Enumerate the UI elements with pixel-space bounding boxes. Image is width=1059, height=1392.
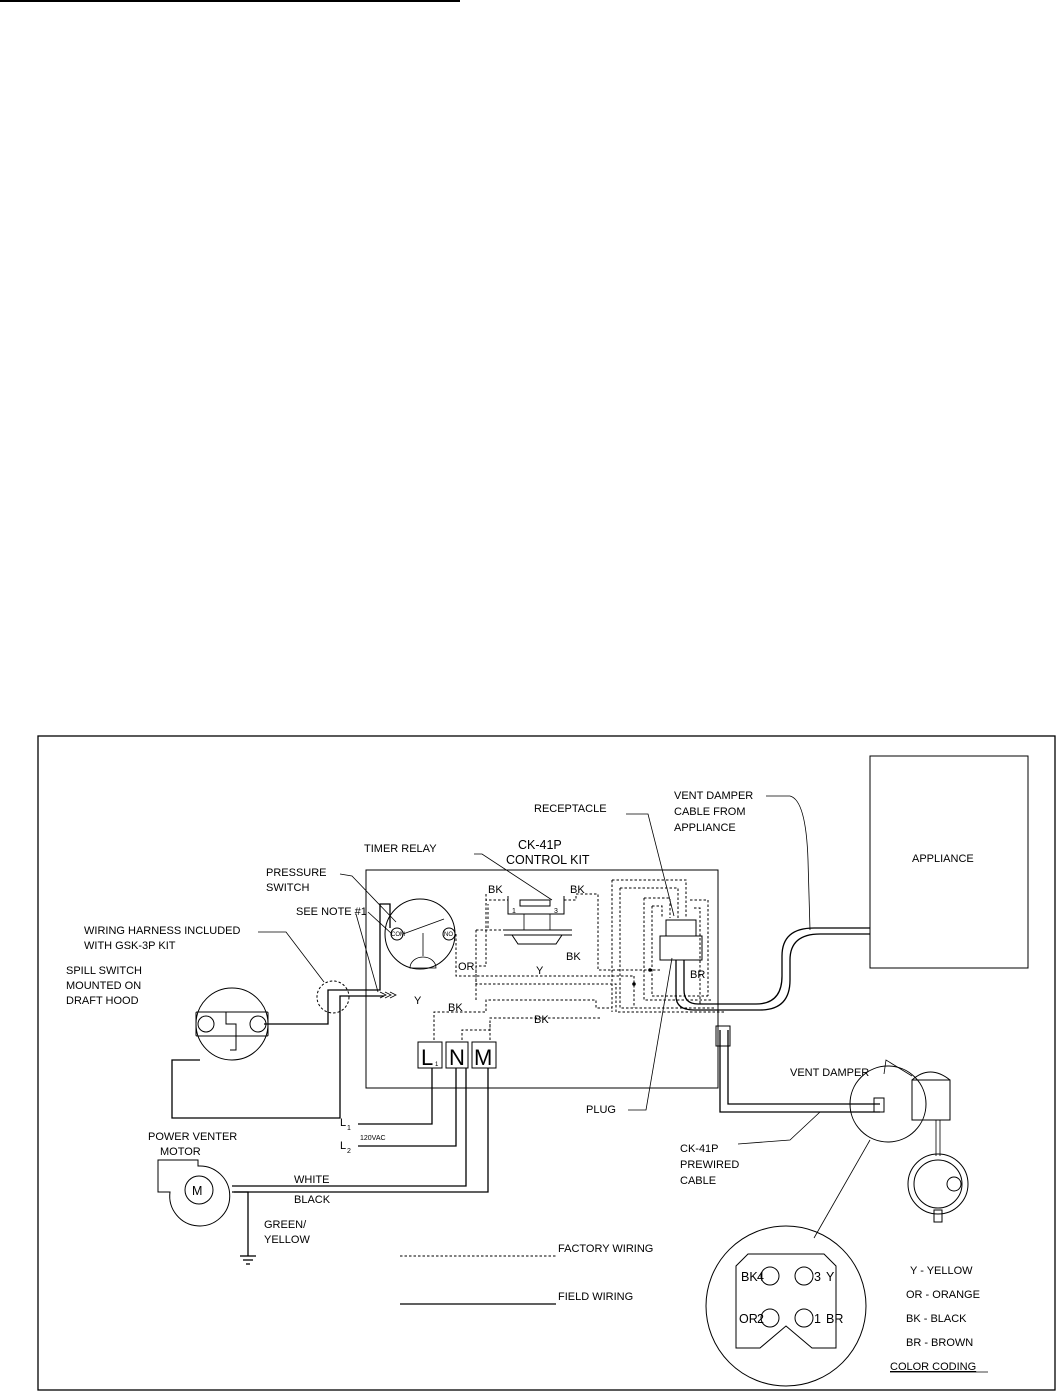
prewired-cable-label-3: CABLE — [680, 1175, 716, 1187]
terminal-l-sub: 1 — [435, 1062, 439, 1068]
color-code-item: BK - BLACK — [906, 1313, 967, 1325]
white-wire-label: WHITE — [294, 1174, 329, 1186]
black-wire-label: BLACK — [294, 1194, 331, 1206]
connector-pin-3: 3 — [814, 1270, 821, 1284]
wire-tag-bk-left: BK — [488, 884, 503, 896]
spill-switch-label-2: MOUNTED ON — [66, 980, 141, 992]
vent-damper-label: VENT DAMPER — [790, 1067, 869, 1079]
connector-or-label: OR — [739, 1312, 758, 1326]
wiring-harness-label-1: WIRING HARNESS INCLUDED — [84, 925, 241, 937]
wire-tag-bk-low2: BK — [534, 1014, 549, 1026]
see-note-label: SEE NOTE #1 — [296, 906, 367, 918]
connector-y-label: Y — [826, 1270, 835, 1284]
connector-br-label: BR — [826, 1312, 843, 1326]
connector-detail — [705, 1139, 871, 1387]
spill-switch — [195, 987, 269, 1061]
relay-terminal-1: 1 — [512, 908, 516, 915]
ck41p-title-line2: CONTROL KIT — [506, 853, 590, 867]
connector-pin-4: 4 — [757, 1270, 764, 1284]
pressure-switch: COM NO — [384, 898, 456, 970]
factory-wiring-legend: FACTORY WIRING — [558, 1243, 653, 1255]
wire-tag-y-left: Y — [414, 995, 422, 1007]
color-code-item: OR - ORANGE — [906, 1289, 980, 1301]
control-kit-box — [365, 869, 719, 1089]
power-venter-label-2: MOTOR — [160, 1146, 201, 1158]
no-terminal-label: NO — [444, 932, 453, 938]
ck41p-title-line1: CK-41P — [518, 838, 562, 852]
power-venter-label-1: POWER VENTER — [148, 1131, 237, 1143]
l2-label: L — [340, 1140, 346, 1152]
cables — [675, 927, 880, 1113]
appliance-label: APPLIANCE — [912, 853, 974, 865]
terminal-m — [471, 1041, 497, 1069]
relay-terminal-3: 3 — [554, 908, 558, 915]
terminal-n — [445, 1041, 469, 1069]
connector-bk-label: BK — [741, 1270, 758, 1284]
pressure-switch-label-1: PRESSURE — [266, 867, 327, 879]
plug-label: PLUG — [586, 1104, 616, 1116]
page-top-rule — [0, 0, 460, 2]
l2-sub: 2 — [347, 1148, 351, 1155]
spill-switch-label-3: DRAFT HOOD — [66, 995, 139, 1007]
prewired-cable-label-1: CK-41P — [680, 1143, 719, 1155]
wire-tag-bk-low: BK — [448, 1002, 463, 1014]
wire-tag-bk-right: BK — [570, 884, 585, 896]
harness-arrow — [379, 991, 397, 999]
spill-switch-label-1: SPILL SWITCH — [66, 965, 142, 977]
vent-damper-zoom-circle — [849, 1065, 927, 1143]
wire-tag-y-mid: Y — [536, 965, 544, 977]
receptacle — [659, 919, 703, 961]
pressure-switch-label-2: SWITCH — [266, 882, 309, 894]
com-terminal-label: COM — [391, 932, 405, 938]
color-code-item: BR - BROWN — [906, 1337, 973, 1349]
color-code-item: Y - YELLOW — [910, 1265, 973, 1277]
power-venter-motor: M — [157, 1159, 231, 1227]
leader-lines — [258, 795, 913, 1145]
harness-connector — [316, 980, 350, 1014]
field-wiring-legend: FIELD WIRING — [558, 1291, 633, 1303]
terminal-l — [417, 1041, 443, 1069]
appliance-box — [869, 755, 1029, 969]
ground-label-2: YELLOW — [264, 1234, 310, 1246]
l1-sub: 1 — [347, 1125, 351, 1132]
timer-relay-label: TIMER RELAY — [364, 843, 437, 855]
wiring-harness-label-2: WITH GSK-3P KIT — [84, 940, 176, 952]
motor-symbol: M — [192, 1184, 202, 1198]
field-wiring-lines — [171, 903, 489, 1265]
l1-label: L — [340, 1117, 346, 1129]
wire-tag-or: OR — [458, 961, 475, 973]
vac-label: 120VAC — [360, 1135, 386, 1142]
terminal-m-label: M — [474, 1045, 492, 1070]
vent-damper-cable-label-3: APPLIANCE — [674, 822, 736, 834]
wire-tag-bk-mid: BK — [566, 951, 581, 963]
vent-damper-cable-label-1: VENT DAMPER — [674, 790, 753, 802]
connector-zoom-circle — [705, 1225, 867, 1387]
diagram-frame — [37, 735, 1056, 1391]
terminal-n-label: N — [449, 1045, 465, 1070]
timer-relay: 1 3 — [504, 896, 572, 945]
color-coding-title: COLOR CODING — [890, 1361, 976, 1373]
receptacle-label: RECEPTACLE — [534, 803, 607, 815]
factory-wiring-lines — [433, 879, 724, 1040]
prewired-cable-label-2: PREWIRED — [680, 1159, 739, 1171]
ground-label-1: GREEN/ — [264, 1219, 307, 1231]
terminal-l-label: L — [421, 1045, 433, 1070]
vent-damper-cable-label-2: CABLE FROM — [674, 806, 746, 818]
connector-pin-1: 1 — [814, 1312, 821, 1326]
vent-damper — [849, 1065, 969, 1223]
wire-tag-br: BR — [690, 969, 705, 981]
terminal-strip: L 1 N M — [417, 1041, 497, 1070]
connector-pin-2: 2 — [757, 1312, 764, 1326]
